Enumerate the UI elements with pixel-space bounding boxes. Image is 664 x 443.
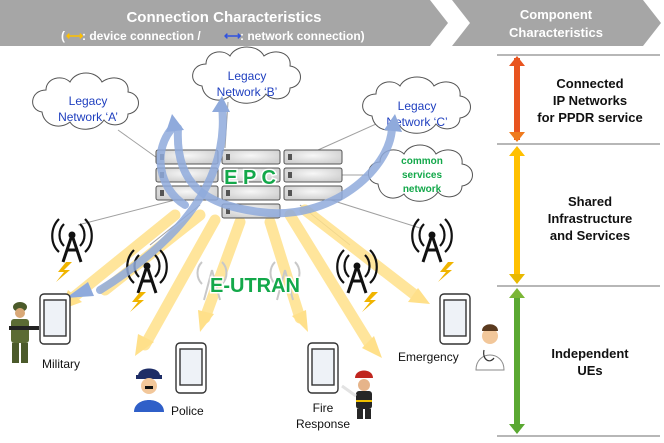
component-layer-scale <box>497 54 660 437</box>
legacy-network-c-cloud <box>362 76 471 134</box>
fire-label-line2: Response <box>296 417 350 431</box>
legacy-network-b-cloud <box>192 46 301 104</box>
connection-legend: ( ⟷ : device connection / ⟷ : network co… <box>61 29 365 43</box>
component-title-line2: Characteristics <box>509 25 603 40</box>
layer-independent-line1: Independent <box>551 346 629 361</box>
device-connection-arrowheads <box>60 288 430 358</box>
signal-bolt-icons <box>56 262 454 312</box>
legacy-network-b-line1: Legacy <box>228 69 267 83</box>
legacy-network-c-line1: Legacy <box>398 99 437 113</box>
layer-shared-line1: Shared <box>568 194 612 209</box>
common-services-line2: services <box>402 170 442 181</box>
military-avatar <box>9 302 39 363</box>
common-services-line3: network <box>403 184 442 195</box>
component-title-line1: Component <box>520 7 593 22</box>
layer-connected-line3: for PPDR service <box>537 110 643 125</box>
military-label: Military <box>42 357 80 371</box>
legacy-network-a-line1: Legacy <box>69 94 108 108</box>
police-label: Police <box>171 404 204 418</box>
layer-shared-line3: and Services <box>550 228 630 243</box>
epc-server-racks <box>155 149 343 219</box>
layer-independent-line2: UEs <box>577 363 602 378</box>
legend-open-paren: ( <box>61 29 65 43</box>
legacy-network-a-cloud <box>32 72 139 130</box>
legacy-network-c-line2: Network ‘C’ <box>386 115 447 129</box>
common-services-line1: common <box>401 156 443 167</box>
legacy-network-b-line2: Network ‘B’ <box>217 85 278 99</box>
emergency-doctor-avatar <box>475 324 505 371</box>
epc-label: E P C <box>224 167 276 189</box>
network-connection-arrows <box>96 102 396 294</box>
fire-label-line1: Fire <box>313 401 334 415</box>
device-connection-legend-label: : device connection / <box>82 29 201 43</box>
emergency-label: Emergency <box>398 350 459 364</box>
police-avatar <box>134 368 164 412</box>
layer-connected-line1: Connected <box>556 76 623 91</box>
eutran-antenna-icons <box>196 261 301 301</box>
connection-header-chevron <box>0 0 448 46</box>
network-connection-legend-label: : network connection) <box>240 29 365 43</box>
legacy-network-a-line2: Network ‘A’ <box>58 110 118 124</box>
device-connection-legend-icon: ⟷ <box>66 29 83 43</box>
component-header-chevron <box>452 0 661 46</box>
network-connection-legend-icon: ⟷ <box>224 29 241 43</box>
layer-shared-line2: Infrastructure <box>548 211 633 226</box>
layer-connected-line2: IP Networks <box>553 93 627 108</box>
network-connection-arrowheads <box>66 96 402 298</box>
connection-characteristics-title: Connection Characteristics <box>126 9 321 26</box>
firefighter-avatar <box>341 370 373 419</box>
phone-icons <box>39 293 471 394</box>
eutran-label: E-UTRAN <box>210 275 300 297</box>
